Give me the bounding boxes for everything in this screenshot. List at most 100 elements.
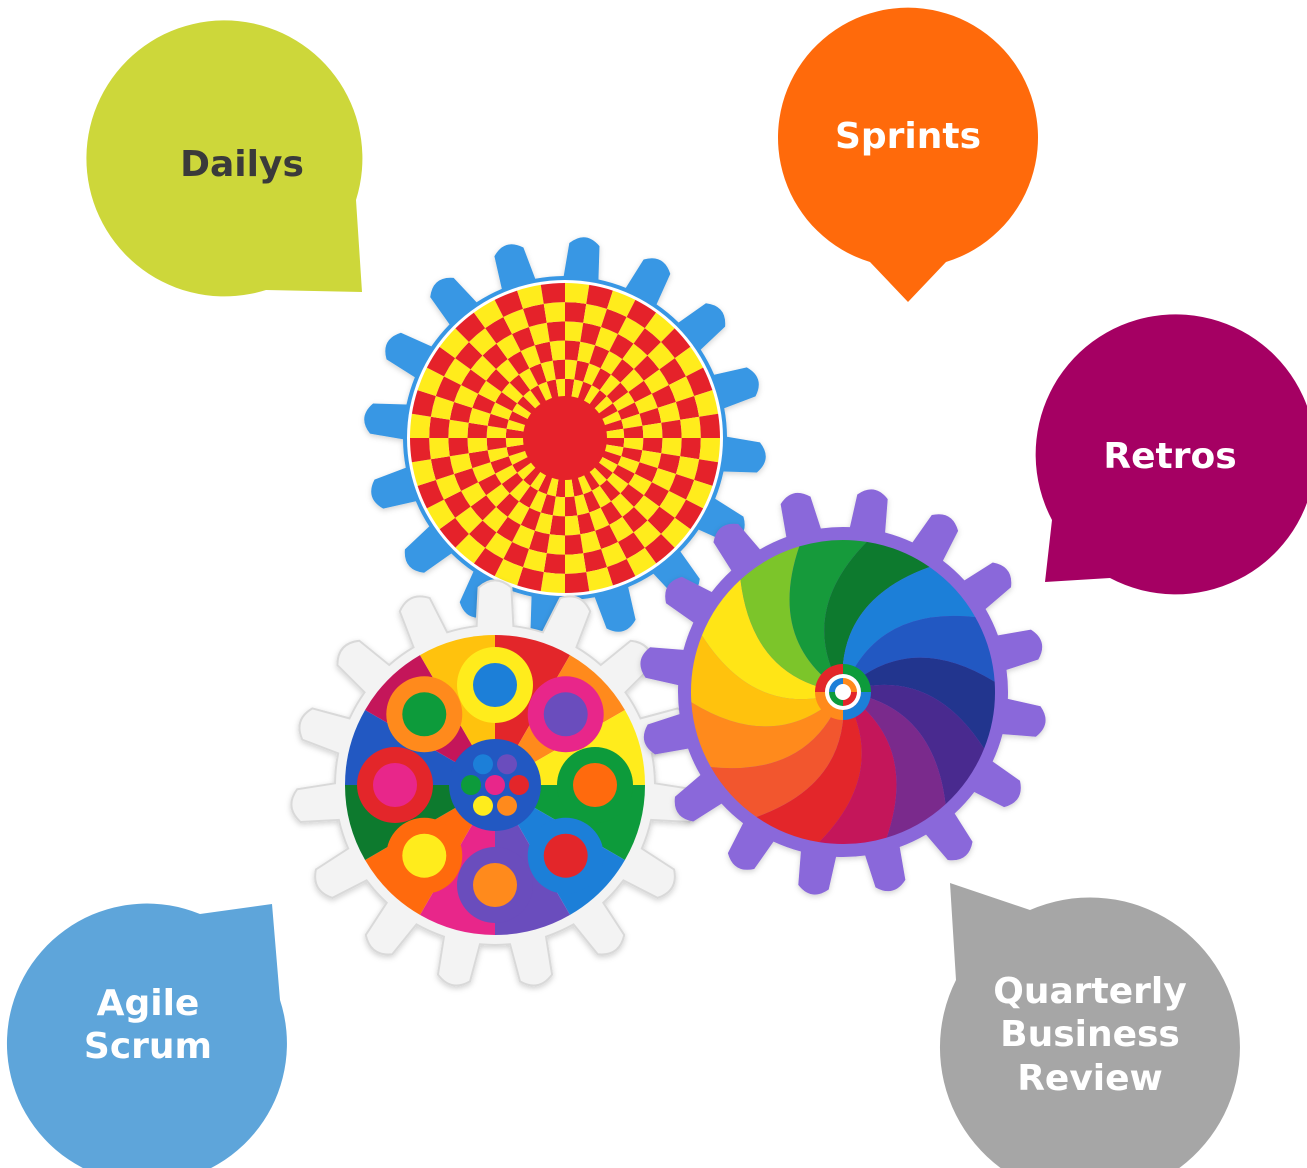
gear-top-segment xyxy=(601,541,627,568)
gear-top-segment xyxy=(540,360,556,382)
gear-top-segment xyxy=(534,341,553,364)
gear-bottom-hub-dot xyxy=(473,795,493,816)
gear-top-segment xyxy=(490,456,513,474)
gear-bottom-petal-dot xyxy=(473,663,517,707)
gear-top-segment xyxy=(565,572,590,593)
qbr-label-line-2: Business xyxy=(1000,1014,1180,1055)
gear-top-segment xyxy=(523,390,542,410)
gear-top-segment xyxy=(583,385,600,406)
gear-right-swirl xyxy=(843,615,995,692)
gear-bottom-petal-dot xyxy=(402,692,447,737)
gear-top-segment xyxy=(529,490,547,513)
gear-top-segment xyxy=(546,379,559,400)
dailys-bubble: Dailys xyxy=(86,20,363,297)
gear-top-segment xyxy=(574,494,590,516)
gear-top-segment xyxy=(661,438,682,457)
gear-bottom-hub-dot xyxy=(509,775,529,795)
gear-top-segment xyxy=(699,413,720,438)
gear-top-segment xyxy=(546,321,565,342)
gear-top-segment xyxy=(496,334,521,360)
gear-top-segment xyxy=(411,459,436,486)
gear-top-segment xyxy=(507,351,530,375)
gear-top-segment xyxy=(694,390,719,417)
gear-top-segment xyxy=(495,391,518,412)
gear-top-segment xyxy=(565,340,581,361)
gear-top-segment xyxy=(686,479,713,509)
gear-top-segment xyxy=(468,520,497,548)
agile-scrum-bubble-shape xyxy=(6,903,287,1168)
gear-top-segment xyxy=(501,382,524,404)
qbr-bubble: Quarterly Business Review xyxy=(939,883,1240,1168)
gear-top-segment xyxy=(494,290,524,317)
gear-top-segment xyxy=(593,461,613,480)
gear-top-segment xyxy=(410,413,431,438)
gear-bottom-petal-dot xyxy=(543,833,588,878)
gear-top-segment xyxy=(540,283,565,304)
gear-top-segment xyxy=(505,438,526,448)
gear-top-segment xyxy=(686,367,713,397)
gear-top-segment xyxy=(623,425,644,438)
gear-top-segment xyxy=(621,447,643,463)
gear-top-segment xyxy=(565,283,590,304)
gear-top-segment xyxy=(565,534,584,555)
gear-top-segment xyxy=(443,358,471,386)
gear-top-segment xyxy=(589,507,610,531)
gear-top-segment xyxy=(634,462,658,483)
gear-top-segment xyxy=(455,506,483,535)
gear-top-segment xyxy=(674,499,704,530)
gear-top-segment xyxy=(482,343,508,370)
gear-bottom-hub-dot xyxy=(461,775,481,795)
gear-top-segment xyxy=(461,482,487,507)
gear-top-segment xyxy=(611,493,634,517)
gear-top-segment xyxy=(546,476,559,497)
gear-top-segment xyxy=(520,507,541,531)
gear-right-center-ring xyxy=(815,692,843,720)
gear-top-segment xyxy=(647,506,675,535)
gear-top-segment xyxy=(461,369,487,394)
gear-bottom-petal-dot xyxy=(473,863,517,907)
gear-top-segment xyxy=(657,401,681,423)
gear-right-swirl xyxy=(789,540,867,692)
gear-top-segment xyxy=(517,567,544,592)
gear-top-segment xyxy=(668,474,695,500)
gear-top-segment xyxy=(430,396,455,420)
gear-top-segment xyxy=(628,380,652,403)
gear-top-segment xyxy=(485,532,513,560)
gear-top-segment xyxy=(617,402,640,420)
gear-top-segment xyxy=(520,345,541,369)
gear-top-segment xyxy=(620,369,644,392)
gear-top-segment xyxy=(589,345,610,369)
gear-top-segment xyxy=(496,516,521,542)
sprints-bubble: Sprints xyxy=(778,7,1038,303)
gear-top-segment xyxy=(473,547,504,577)
gear-top-segment xyxy=(583,303,607,328)
gear-bottom-hub-dot xyxy=(497,754,517,775)
qbr-label-line-3: Review xyxy=(1017,1058,1163,1099)
gear-right-swirl xyxy=(843,684,985,805)
gear-top-segment xyxy=(487,447,509,463)
gear-top-segment xyxy=(675,396,700,420)
gear-top-segment xyxy=(580,322,602,346)
gear-top-segment xyxy=(417,479,444,509)
gear-bottom-petal-dot xyxy=(373,763,417,807)
gear-top-segment xyxy=(523,548,547,573)
gear-top-segment xyxy=(593,396,613,415)
gear-top-segment xyxy=(470,355,497,381)
gear-top-segment xyxy=(680,416,701,438)
gear-top-segment xyxy=(603,419,624,432)
gear-top-segment xyxy=(583,548,607,573)
gear-top-segment xyxy=(540,572,565,593)
gear-top-segment xyxy=(588,390,607,410)
gear-top-segment xyxy=(448,419,469,438)
gear-top xyxy=(364,237,766,639)
gear-top-segment xyxy=(623,438,644,451)
gear-top-segment xyxy=(467,438,488,454)
gear-top-segment xyxy=(651,385,676,408)
gear-top-segment xyxy=(517,396,537,415)
gear-right-swirl xyxy=(824,541,930,692)
gear-top-segment xyxy=(455,341,483,370)
gear-top-segment xyxy=(487,413,509,429)
gear-top-segment xyxy=(565,359,578,380)
gear-top-segment xyxy=(555,378,565,399)
gear-top-segment xyxy=(523,303,547,328)
